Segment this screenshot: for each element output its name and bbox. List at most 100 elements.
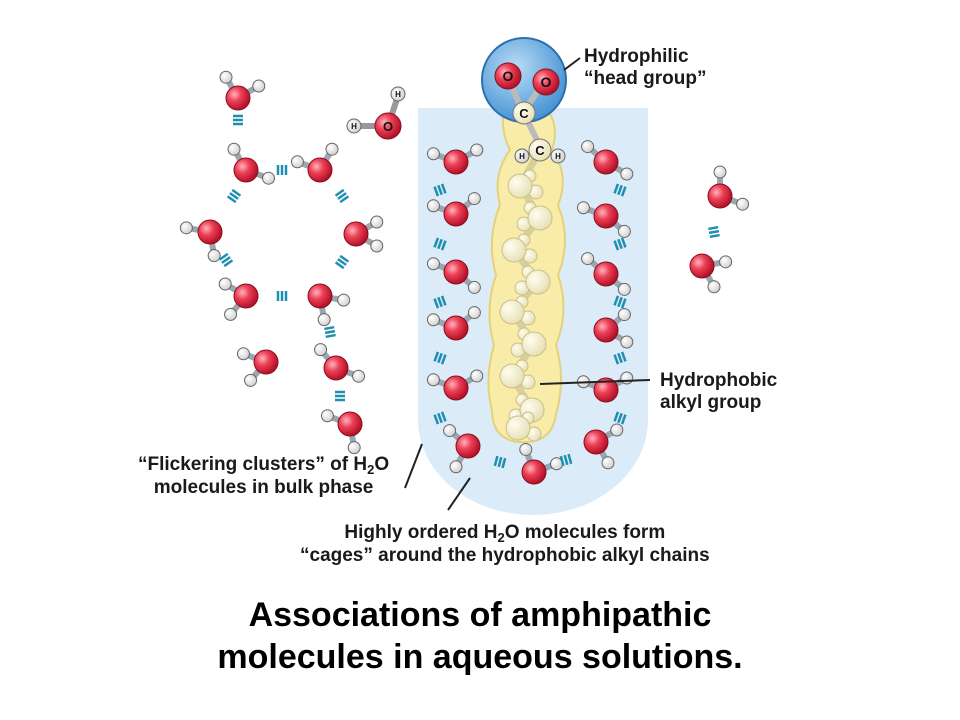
hydrogen-atom xyxy=(617,224,631,238)
label-ordered-cages: Highly ordered H2O molecules form “cages… xyxy=(300,522,710,566)
atom-letter: O xyxy=(541,74,552,90)
oxygen-atom xyxy=(307,157,333,183)
svg-text:H: H xyxy=(555,152,561,161)
hydrogen-atom xyxy=(617,282,631,296)
hydrogen-atom xyxy=(610,423,624,437)
water-molecule xyxy=(593,308,634,349)
hydrogen-atom xyxy=(370,215,384,229)
hydrogen-bond xyxy=(493,455,507,469)
hydrogen-atom xyxy=(581,252,595,266)
hydrogen-atom xyxy=(620,371,634,385)
svg-text:H: H xyxy=(519,152,525,161)
water-molecule xyxy=(443,424,481,474)
hydrogen-bond xyxy=(433,351,447,365)
water-molecule xyxy=(426,306,481,341)
hydrogen-atom xyxy=(620,335,634,349)
hydrogen-bond xyxy=(708,225,720,239)
water-molecules xyxy=(179,70,750,485)
oxygen-atom xyxy=(233,283,259,309)
atom-letter: C xyxy=(535,143,545,158)
oxygen-atom xyxy=(455,433,481,459)
hydrogen-bond xyxy=(276,165,288,175)
label-hydrophilic-head: Hydrophilic “head group” xyxy=(584,46,707,89)
clusters-leader-line xyxy=(404,443,423,489)
oxygen-atom xyxy=(343,221,369,247)
hydrogen-bond xyxy=(613,351,627,365)
hydrogen-bond xyxy=(226,188,242,204)
labelled-water-molecule: O H H xyxy=(346,86,406,140)
hydrogen-atom xyxy=(617,308,631,322)
oxygen-atom xyxy=(443,201,469,227)
hydrogen-atom xyxy=(443,424,457,438)
hydrogen-bond xyxy=(276,291,288,301)
water-molecule xyxy=(227,142,276,185)
hydrogen-bond xyxy=(613,237,627,251)
caption-line-1: Associations of amphipathic xyxy=(248,596,712,634)
hydrogen-atom xyxy=(713,165,727,179)
oxygen-atom xyxy=(593,203,619,229)
hydrogen-atom xyxy=(236,347,250,361)
oxygen-atom xyxy=(443,375,469,401)
oxygen-atom xyxy=(443,315,469,341)
hydrogen-atom xyxy=(426,313,440,327)
chain-hydrogen-atom xyxy=(514,148,530,164)
water-molecule xyxy=(218,277,259,321)
atom-letter: O xyxy=(503,68,514,84)
water-molecule xyxy=(426,257,481,294)
hydrogen-atom xyxy=(252,79,266,93)
hydrogen-atom xyxy=(207,249,221,263)
hydrogen-atom xyxy=(244,373,258,387)
hydrogen-bond xyxy=(433,237,447,251)
caption-line-2: molecules in aqueous solutions. xyxy=(217,638,743,676)
hydrogen-atom xyxy=(620,167,634,181)
hydrogen-atom xyxy=(707,280,721,294)
svg-text:O: O xyxy=(383,119,393,134)
hydrogen-atom xyxy=(519,442,533,456)
chain-carbon-atom xyxy=(525,269,551,295)
chain-carbon-atom xyxy=(527,205,553,231)
head-group: O O C C H H xyxy=(481,37,567,164)
hydrogen-atom xyxy=(576,201,590,215)
chain-carbon-atom xyxy=(499,299,525,325)
water-molecule xyxy=(583,423,624,470)
hydrogen-bond xyxy=(613,183,627,197)
oxygen-atom xyxy=(593,317,619,343)
hydrogen-bond xyxy=(433,183,447,197)
hydrogen-bond xyxy=(433,295,447,309)
hydrogen-atom xyxy=(370,239,384,253)
svg-text:H: H xyxy=(351,122,357,131)
water-molecule xyxy=(581,252,631,296)
label-flickering-clusters: “Flickering clusters” of H2O molecules i… xyxy=(138,454,390,498)
label-hydrophobic-tail: Hydrophobic alkyl group xyxy=(660,370,778,413)
oxygen-atom xyxy=(233,157,259,183)
oxygen-atom xyxy=(707,183,733,209)
oxygen-atom xyxy=(689,253,715,279)
hydrogen-atom xyxy=(426,373,440,387)
oxygen-atom xyxy=(225,85,251,111)
hydrogen-atom xyxy=(426,257,440,271)
hydrogen-atom xyxy=(179,221,193,235)
water-molecule xyxy=(219,70,266,111)
hydrogen-atom xyxy=(426,147,440,161)
water-molecule xyxy=(236,347,279,387)
water-molecule xyxy=(426,369,484,401)
hydrogen-bond xyxy=(613,411,627,425)
water-molecule xyxy=(179,219,223,263)
oxygen-atom xyxy=(583,429,609,455)
hydrogen-atom xyxy=(218,277,232,291)
oxygen-atom xyxy=(443,259,469,285)
hydrogen-atom xyxy=(262,171,276,185)
oxygen-atom xyxy=(253,349,279,375)
svg-text:H: H xyxy=(395,90,401,99)
cages-leader-line xyxy=(447,477,471,511)
hydrogen-bond xyxy=(334,254,350,270)
hydrogen-atom xyxy=(325,142,339,156)
water-molecule xyxy=(426,192,481,227)
hydrogen-atom xyxy=(347,441,361,455)
chain-carbon-atom xyxy=(521,331,547,357)
hydrogen-atom xyxy=(224,307,238,321)
chain-carbon-atom xyxy=(528,138,552,162)
hydrogen-bond xyxy=(559,453,573,467)
chain-carbon-atom xyxy=(507,173,533,199)
